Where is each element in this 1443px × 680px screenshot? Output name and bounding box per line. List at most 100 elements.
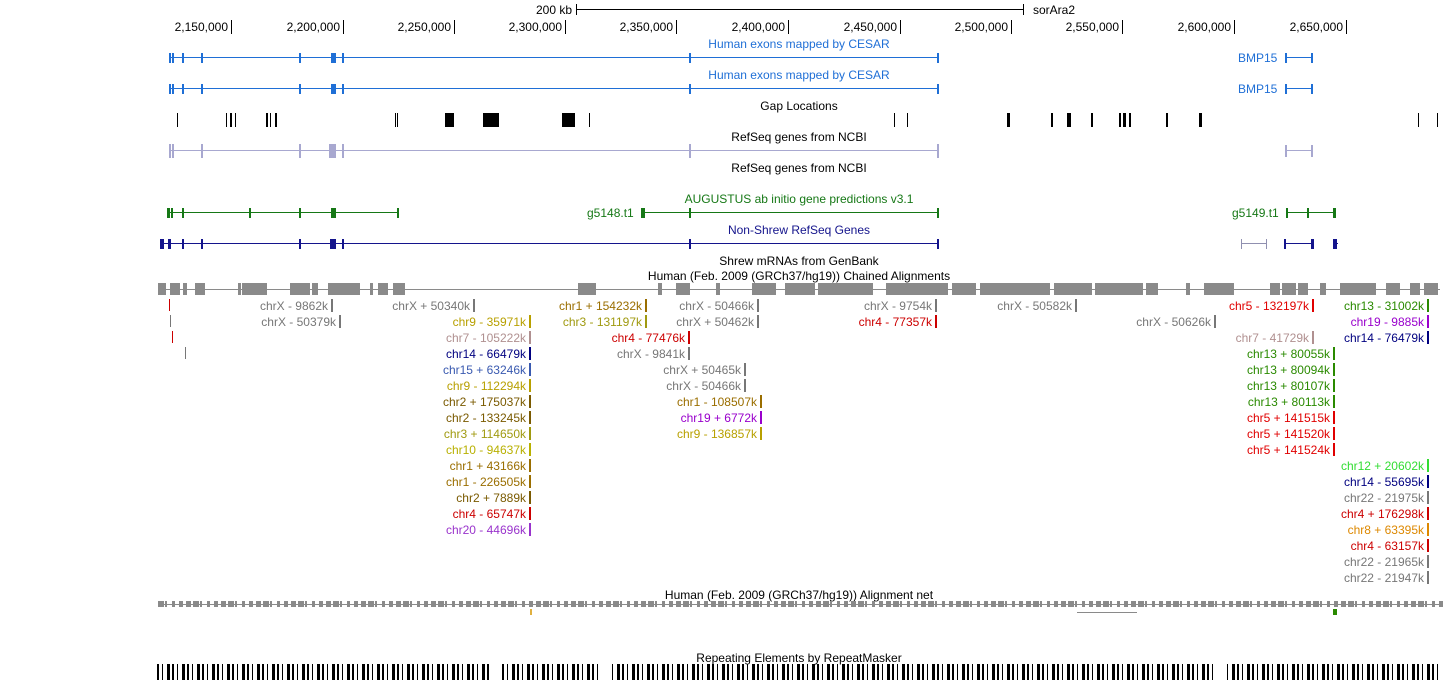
net-block: [872, 601, 875, 607]
net-block: [200, 601, 202, 607]
net-block: [564, 601, 568, 607]
net-block: [165, 601, 167, 607]
chain-label: chr5 + 141515k: [1246, 411, 1330, 425]
rmsk-block: [502, 664, 504, 680]
net-block: [1033, 601, 1039, 607]
net-block: [942, 601, 945, 607]
net-block: [851, 601, 856, 607]
augustus-gene-label-2[interactable]: g5149.t1: [1232, 206, 1279, 220]
gap-track-title[interactable]: Gap Locations: [760, 99, 838, 113]
chain-label-bar: [744, 379, 746, 392]
net-block: [1201, 601, 1206, 607]
chain-label: chr4 + 176298k: [1340, 507, 1424, 521]
rmsk-block: [1132, 664, 1134, 680]
net-block: [396, 601, 401, 607]
chain-label: chr5 + 141524k: [1246, 443, 1330, 457]
rmsk-block: [157, 664, 159, 680]
chain-label: chrX + 50465k: [663, 363, 741, 377]
chain-label: chr19 + 6772k: [680, 411, 757, 425]
rmsk-block: [1187, 664, 1190, 680]
net-block: [312, 601, 315, 607]
rmsk-block: [477, 664, 478, 680]
cesar-gene-label-1[interactable]: BMP15: [1238, 51, 1278, 65]
rmsk-block: [577, 664, 579, 680]
gap-block: [1199, 113, 1202, 127]
chain-label: chrX - 50466k: [666, 379, 741, 393]
chain-label-bar: [1214, 315, 1216, 328]
rmsk-track-title[interactable]: Repeating Elements by RepeatMasker: [696, 651, 902, 665]
rmsk-block: [372, 664, 373, 680]
net-block: [1208, 601, 1214, 607]
net-block: [935, 601, 937, 607]
cesar-track-title-2[interactable]: Human exons mapped by CESAR: [708, 68, 890, 82]
chain-block: [658, 283, 662, 295]
rmsk-block: [1137, 664, 1138, 680]
chain-block: [170, 283, 180, 295]
augustus-g5149-exon: [1286, 207, 1288, 218]
rmsk-block: [542, 664, 545, 680]
chain-label-bar: [1427, 491, 1429, 504]
net-block: [1299, 601, 1303, 607]
net-block: [1180, 601, 1182, 607]
rmsk-block: [1252, 664, 1254, 680]
ruler-position-label: 2,500,000: [954, 20, 1008, 34]
chain-block: [1410, 283, 1420, 295]
rmsk-block: [812, 664, 815, 680]
net-block: [1439, 601, 1443, 607]
chain-block: [980, 283, 1050, 295]
ruler-tick: [343, 20, 344, 34]
chain-label-bar: [1312, 331, 1314, 344]
ruler-position-label: 2,200,000: [286, 20, 340, 34]
rmsk-block: [847, 664, 849, 680]
chain-block: [716, 283, 720, 295]
chain-block: [378, 283, 388, 295]
ruler-tick: [565, 20, 566, 34]
chain-block: [1386, 283, 1400, 295]
rmsk-block: [927, 664, 928, 680]
net-block: [788, 601, 794, 607]
nonshrew-track-title[interactable]: Non-Shrew RefSeq Genes: [727, 223, 871, 237]
ruler-position-label: 2,650,000: [1289, 20, 1343, 34]
net-track-title[interactable]: Human (Feb. 2009 (GRCh37/hg19)) Alignmen…: [664, 588, 934, 602]
rmsk-block: [1207, 664, 1209, 680]
net-block: [928, 601, 934, 607]
shrew-mrna-track-title[interactable]: Shrew mRNAs from GenBank: [719, 254, 879, 268]
rmsk-block: [1342, 664, 1344, 680]
refseq-track-title-1[interactable]: RefSeq genes from NCBI: [731, 130, 867, 144]
chain-track-title[interactable]: Human (Feb. 2009 (GRCh37/hg19)) Chained …: [647, 269, 951, 283]
rmsk-block: [1102, 664, 1104, 680]
net-block: [1278, 601, 1284, 607]
rmsk-block: [287, 664, 290, 680]
rmsk-block: [557, 664, 560, 680]
chain-label: chr1 + 43166k: [449, 459, 526, 473]
chain-label: chr22 - 21965k: [1343, 555, 1424, 569]
rmsk-block: [232, 664, 234, 680]
refseq-row-exon: [689, 143, 691, 158]
net-block: [1194, 601, 1198, 607]
augustus-g5148b-exon: [689, 207, 691, 218]
augustus-track-title[interactable]: AUGUSTUS ab initio gene predictions v3.1: [684, 192, 914, 206]
chain-label-bar: [1312, 299, 1314, 312]
rmsk-block: [1012, 664, 1014, 680]
rmsk-block: [167, 664, 170, 680]
chain-label: chr3 - 131197k: [562, 315, 642, 329]
rmsk-block: [447, 664, 448, 680]
cesar-gene-label-2[interactable]: BMP15: [1238, 82, 1278, 96]
rmsk-block: [1282, 664, 1284, 680]
rmsk-block: [1427, 664, 1430, 680]
cesar-row-1-exon: [169, 52, 171, 63]
net-block: [907, 601, 910, 607]
net-block: [522, 601, 525, 607]
augustus-gene-label-1[interactable]: g5148.t1: [587, 206, 634, 220]
net-block: [1341, 601, 1346, 607]
chain-block: [183, 283, 187, 295]
cesar-track-title-1[interactable]: Human exons mapped by CESAR: [708, 37, 890, 51]
rmsk-block: [832, 664, 834, 680]
net-block: [1061, 601, 1066, 607]
rmsk-block: [1002, 664, 1003, 680]
refseq-track-title-2[interactable]: RefSeq genes from NCBI: [731, 161, 867, 175]
net-block: [508, 601, 514, 607]
cesar-row-1-exon: [342, 52, 344, 63]
ruler-tick: [454, 20, 455, 34]
